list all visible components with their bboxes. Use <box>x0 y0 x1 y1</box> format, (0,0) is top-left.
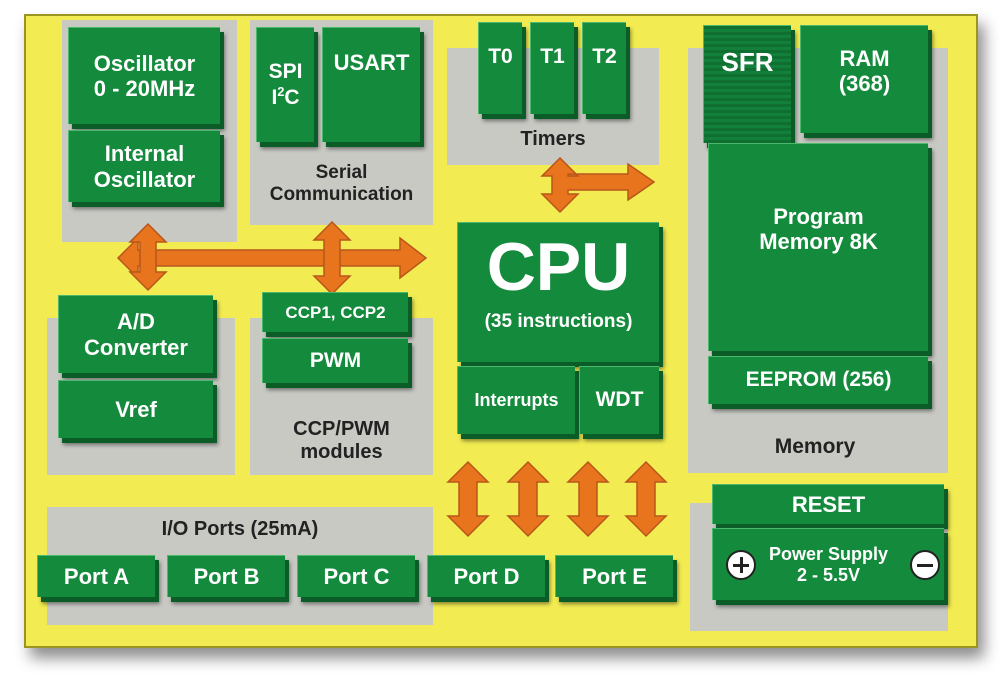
port-arrow-1 <box>446 460 490 538</box>
ccp-pwm-modules-label: CCP/PWM modules <box>293 418 390 463</box>
port-c-block: Port C <box>297 555 415 597</box>
serial-communication-label: Serial Communication <box>269 162 414 205</box>
cpu-block: CPU (35 instructions) <box>457 222 659 362</box>
pwm-block: PWM <box>262 338 408 383</box>
timer-t2-block: T2 <box>582 22 626 114</box>
timer-t0-block: T0 <box>478 22 522 114</box>
minus-icon <box>910 550 940 580</box>
ccp-block: CCP1, CCP2 <box>262 292 408 332</box>
port-d-block: Port D <box>427 555 545 597</box>
main-bus-arrow <box>116 236 428 280</box>
port-arrow-3 <box>566 460 610 538</box>
plus-icon <box>726 550 756 580</box>
oscillator-bus-arrow <box>128 222 168 292</box>
power-supply-label: Power Supply 2 - 5.5V <box>768 543 889 585</box>
i2c-label: I2C <box>271 84 300 109</box>
ad-converter-block: A/D Converter <box>58 295 213 373</box>
port-arrow-2 <box>506 460 550 538</box>
timers-label: Timers <box>520 128 586 150</box>
port-b-block: Port B <box>167 555 285 597</box>
program-memory-block: Program Memory 8K <box>708 143 928 351</box>
spi-i2c-block: SPI I2C <box>256 27 314 142</box>
wdt-block: WDT <box>579 366 659 434</box>
io-ports-label: I/O Ports (25mA) <box>161 518 319 540</box>
oscillator-block: Oscillator 0 - 20MHz <box>68 27 220 124</box>
interrupts-block: Interrupts <box>457 366 575 434</box>
port-a-block: Port A <box>37 555 155 597</box>
internal-oscillator-block: Internal Oscillator <box>68 130 220 202</box>
cpu-instructions-label: (35 instructions) <box>484 311 633 332</box>
ram-block: RAM (368) <box>800 25 928 133</box>
cpu-label: CPU <box>486 229 631 305</box>
sfr-block: SFR <box>703 25 791 143</box>
memory-label: Memory <box>774 435 856 458</box>
port-e-block: Port E <box>555 555 673 597</box>
eeprom-block: EEPROM (256) <box>708 356 928 404</box>
spi-label: SPI <box>268 60 303 84</box>
reset-block: RESET <box>712 484 944 524</box>
port-arrow-4 <box>624 460 668 538</box>
vref-block: Vref <box>58 380 213 438</box>
timer-t1-block: T1 <box>530 22 574 114</box>
usart-block: USART <box>322 27 420 142</box>
timers-bus-arrow <box>540 156 656 214</box>
